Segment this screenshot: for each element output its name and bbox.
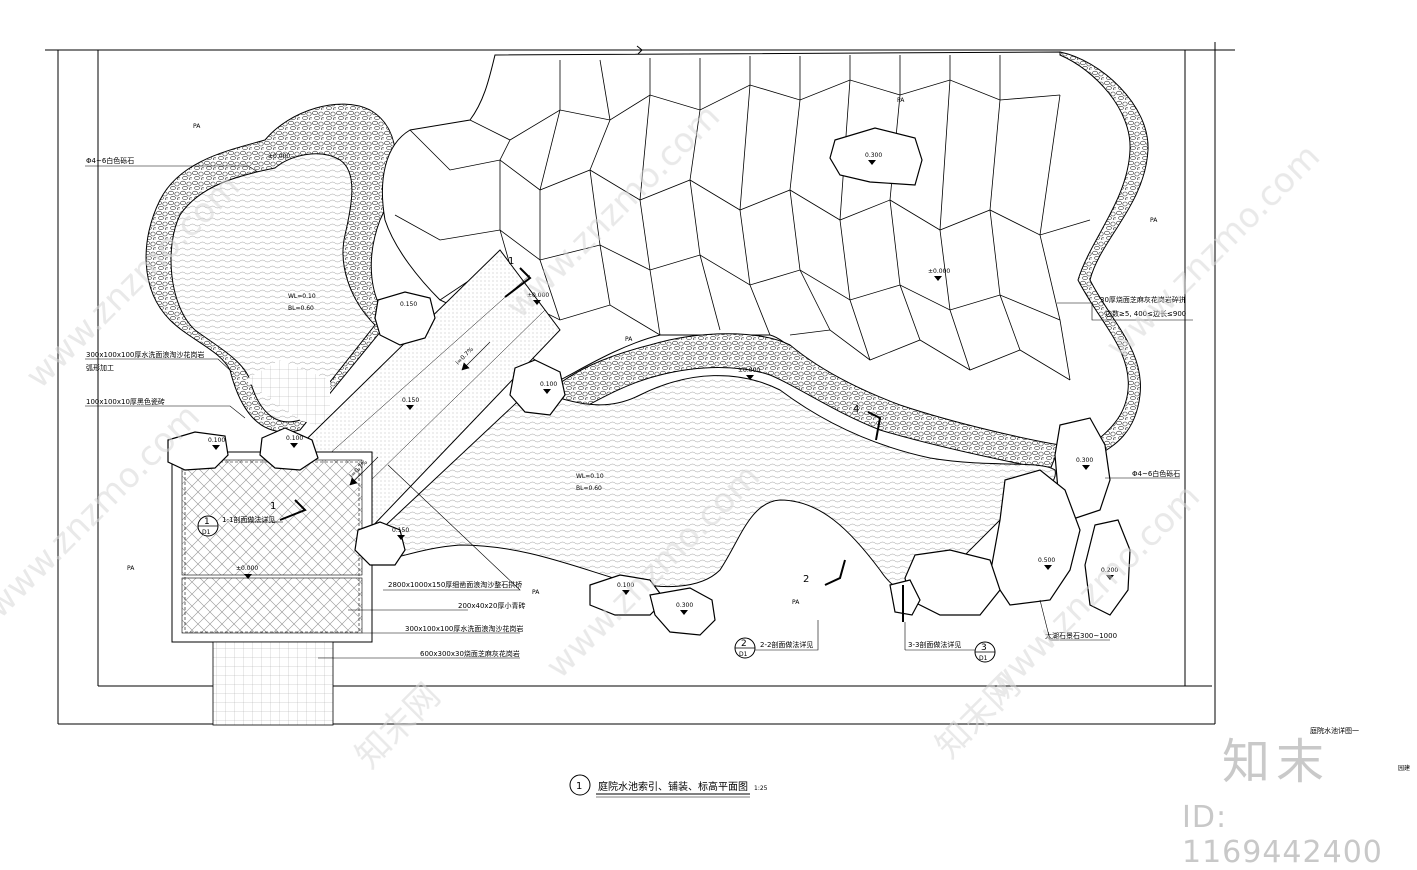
sheet-title: 庭院水池详图一: [1310, 726, 1359, 735]
watermark-logo: 知末: [1222, 734, 1331, 790]
rocks: [167, 127, 1131, 636]
elev-rock-top: 0.300: [865, 152, 882, 159]
plan-scale: 1:25: [754, 785, 768, 792]
section-mark-1-lower: 1: [270, 501, 276, 512]
area-tag-1: PA: [193, 123, 201, 130]
watermark-brand-2: 知末网: [928, 666, 1028, 766]
rock-right-4: [904, 549, 1001, 616]
callout-section-2-ref: 2-2剖面做法详见: [760, 640, 813, 649]
elev-right-paving: ±0.000: [268, 153, 290, 160]
watermark-id: ID: 1169442400: [1182, 800, 1383, 870]
leader-lines: [85, 165, 1193, 659]
elev-rock-right1: 0.300: [1076, 457, 1093, 464]
section-ref-3-number: 3: [981, 643, 987, 653]
area-tag-7: PA: [792, 599, 800, 606]
elev-bridge: 0.150: [402, 397, 419, 404]
section-mark-1-upper: 1: [508, 256, 514, 267]
callout-section-3-ref: 3-3剖面做法详见: [908, 640, 961, 649]
callout-arc-processing: 弧形加工: [86, 363, 114, 372]
rock-right-5: [889, 579, 921, 616]
wl-main: WL=0.10: [576, 473, 604, 480]
elev-rock-left: 0.150: [400, 301, 417, 308]
sheet-label: 园建: [1398, 764, 1410, 772]
area-tag-5: PA: [127, 565, 135, 572]
black-tile-area: [245, 360, 330, 430]
elev-rock-bridge-low: 0.150: [392, 527, 409, 534]
callout-white-gravel-left: Φ4~6白色砾石: [86, 156, 134, 165]
area-tag-2: PA: [897, 97, 905, 104]
rock-top: [829, 127, 923, 186]
rock-right-2: [989, 469, 1081, 606]
watermark-brand-1: 知末网: [348, 676, 448, 776]
section-ref-3: 3 D1: [974, 641, 996, 663]
elev-rock-right2: 0.500: [1038, 557, 1055, 564]
left-pond-water: [170, 153, 376, 423]
section-marks: [279, 267, 904, 622]
area-tag-4: PA: [625, 336, 633, 343]
elev-rock-bridge-top: 0.100: [540, 381, 557, 388]
section-ref-1-number: 1: [204, 517, 210, 527]
area-tag-6: PA: [532, 589, 540, 596]
callout-white-gravel-right: Φ4~6白色砾石: [1132, 469, 1180, 478]
section-ref-3-sheet: D1: [979, 655, 988, 662]
callout-crazy-paving: 30厚烧面芝麻灰花岗岩碎拼: [1100, 295, 1186, 304]
rock-bridge-bottom: [354, 521, 406, 566]
rock-right-3: [1084, 519, 1131, 616]
rock-entry-1: [167, 431, 229, 471]
section-mark-2: 2: [803, 574, 809, 585]
slope-arrows: [349, 341, 491, 486]
plan-title-block: 1 庭院水池索引、铺装、标高平面图 1:25: [569, 774, 768, 798]
elev-center-paving: ±0.000: [928, 268, 950, 275]
callout-section-1-ref: 1-1剖面做法详见: [222, 515, 275, 524]
plan-title: 庭院水池索引、铺装、标高平面图: [598, 780, 748, 793]
elev-entry: ±0.000: [236, 565, 258, 572]
elev-rock-bridge: 0.100: [286, 435, 303, 442]
plan-title-index: 1: [576, 781, 582, 792]
elev-rock-entry1: 0.100: [208, 437, 225, 444]
callout-granite-edge-300: 300x100x100厚水洗面浪淘沙花岗岩: [405, 624, 523, 633]
section-ref-1-sheet: D1: [202, 529, 211, 536]
entry-paving: [171, 451, 373, 726]
bl-main: BL=0.60: [576, 485, 602, 492]
callout-green-brick: 200x40x20厚小青砖: [458, 601, 525, 610]
rock-entry-2: [259, 427, 319, 471]
bl-left: BL=0.60: [288, 305, 314, 312]
section-ref-2: 2 D1: [734, 637, 756, 659]
rock-bridge-top: [509, 359, 566, 416]
elev-pond-edge: ±0.000: [738, 367, 760, 374]
elev-rock-pond1: 0.100: [617, 582, 634, 589]
rock-left-pond: [374, 291, 436, 346]
section-ref-1: 1 D1: [197, 515, 219, 537]
callout-crazy-paving-spec: 边数≥5, 400≤边长≤900: [1105, 309, 1186, 318]
elev-rock-pond2: 0.300: [676, 602, 693, 609]
elev-top-left: ±0.000: [527, 292, 549, 299]
section-ref-2-sheet: D1: [739, 651, 748, 658]
callout-lake-stone: 太湖石景石300~1000: [1045, 631, 1117, 640]
callout-arch-bridge: 2800x1000x150厚细凿面浪淘沙整石拱桥: [388, 580, 522, 589]
elev-rock-right3: 0.200: [1101, 567, 1118, 574]
callout-granite-paving-600: 600x300x30烧面芝麻灰花岗岩: [420, 649, 520, 658]
callout-granite-curb-300: 300x100x100厚水洗面浪淘沙花岗岩: [86, 350, 204, 359]
wl-left: WL=0.10: [288, 293, 316, 300]
elevation-marks: [212, 160, 1114, 615]
section-mark-4: 4: [853, 404, 859, 415]
callout-black-tile: 100x100x10厚黑色瓷砖: [86, 397, 165, 406]
rock-right-1: [1054, 417, 1111, 521]
section-ref-2-number: 2: [741, 639, 747, 649]
area-tag-3: PA: [1150, 217, 1158, 224]
